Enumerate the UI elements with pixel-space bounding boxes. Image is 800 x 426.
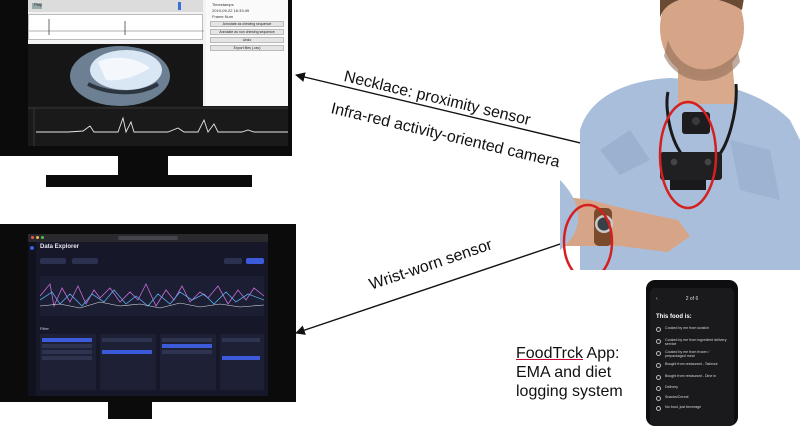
wrist-arrow bbox=[295, 237, 579, 335]
survey-option[interactable]: Bought from restaurant - Takeout bbox=[656, 362, 734, 372]
radio-icon[interactable] bbox=[656, 339, 661, 344]
timeseries-chart[interactable] bbox=[40, 276, 264, 316]
frame-label: Frame Num bbox=[212, 14, 234, 19]
survey-option[interactable]: Snacks/Cereal bbox=[656, 395, 734, 405]
app-name: FoodTrck bbox=[516, 345, 583, 362]
monitor-stand bbox=[108, 402, 152, 419]
survey-option[interactable]: No food, just beverage bbox=[656, 405, 734, 415]
radio-icon[interactable] bbox=[656, 363, 661, 368]
annotation-monitor: Play Timestamps 2019-09-22 16:33:49 Fram… bbox=[0, 0, 292, 156]
app-description-line1: EMA and diet bbox=[516, 364, 612, 381]
app-description-line2: logging system bbox=[516, 383, 623, 400]
app-caption: FoodTrck App: EMA and diet logging syste… bbox=[516, 344, 623, 401]
filter-column-1 bbox=[40, 334, 96, 390]
export-button[interactable] bbox=[246, 258, 264, 264]
ir-camera-video bbox=[28, 44, 203, 106]
survey-option[interactable]: Delivery bbox=[656, 385, 734, 395]
list-item[interactable] bbox=[222, 338, 260, 342]
foodtrck-phone: ‹ 2 of 6 This food is: Cooked by me from… bbox=[646, 280, 738, 426]
app-sidebar bbox=[28, 242, 36, 396]
list-item[interactable] bbox=[162, 344, 212, 348]
list-item[interactable] bbox=[162, 350, 212, 354]
survey-option[interactable]: Cooked by me from scratch bbox=[656, 326, 734, 336]
radio-icon[interactable] bbox=[656, 386, 661, 391]
app-title: FoodTrck App: bbox=[516, 344, 623, 363]
necklace-highlight-circle bbox=[658, 100, 718, 210]
signal-preview bbox=[28, 14, 204, 40]
monitor-base bbox=[46, 175, 252, 187]
participant-photo bbox=[560, 0, 800, 270]
list-item[interactable] bbox=[42, 356, 92, 360]
wrist-highlight-circle bbox=[562, 203, 614, 270]
annotate-chewing-button[interactable]: Annotate as chewing sequence bbox=[210, 21, 284, 27]
save-button[interactable] bbox=[224, 258, 242, 264]
list-item[interactable] bbox=[42, 338, 92, 342]
list-item[interactable] bbox=[42, 344, 92, 348]
survey-option[interactable]: Bought from restaurant - Dine in bbox=[656, 374, 734, 384]
timestamp-value: 2019-09-22 16:33:49 bbox=[212, 8, 250, 13]
annotation-panel: Timestamps 2019-09-22 16:33:49 Frame Num… bbox=[206, 0, 288, 106]
list-item[interactable] bbox=[222, 356, 260, 360]
radio-icon[interactable] bbox=[656, 327, 661, 332]
date-dropdown[interactable] bbox=[72, 258, 98, 264]
page-title: Data Explorer bbox=[40, 244, 80, 250]
subject-dropdown[interactable] bbox=[40, 258, 66, 264]
monitor-stand bbox=[118, 156, 168, 176]
filter-label: Filter bbox=[40, 326, 49, 331]
list-item[interactable] bbox=[42, 350, 92, 354]
radio-icon[interactable] bbox=[656, 406, 661, 411]
list-item[interactable] bbox=[102, 338, 152, 342]
data-explorer-monitor: Data Explorer Filter bbox=[0, 224, 296, 402]
radio-icon[interactable] bbox=[656, 396, 661, 401]
address-bar[interactable] bbox=[118, 236, 178, 240]
filter-column-2 bbox=[100, 334, 156, 390]
undo-button[interactable]: Undo bbox=[210, 37, 284, 43]
page-indicator: 2 of 6 bbox=[685, 296, 699, 302]
survey-option[interactable]: Cooked by me from ingredient delivery se… bbox=[656, 338, 734, 348]
radio-icon[interactable] bbox=[656, 375, 661, 380]
survey-nav: ‹ 2 of 6 bbox=[650, 296, 734, 302]
list-item[interactable] bbox=[162, 338, 212, 342]
panel-title: Timestamps bbox=[212, 2, 234, 7]
back-arrow-icon[interactable]: ‹ bbox=[656, 296, 658, 302]
play-button[interactable]: Play bbox=[34, 2, 42, 7]
survey-option[interactable]: Cooked by me from frozen / prepackaged m… bbox=[656, 350, 734, 360]
app-name-suffix: App: bbox=[582, 345, 620, 362]
data-explorer-screen: Data Explorer Filter bbox=[28, 234, 268, 396]
list-item[interactable] bbox=[102, 350, 152, 354]
filter-column-3 bbox=[160, 334, 216, 390]
radio-icon[interactable] bbox=[656, 351, 661, 356]
foodtrck-screen: ‹ 2 of 6 This food is: Cooked by me from… bbox=[650, 288, 734, 426]
annotation-screen: Play Timestamps 2019-09-22 16:33:49 Fram… bbox=[28, 0, 288, 146]
video-progress-bar[interactable]: Play bbox=[28, 0, 203, 12]
export-button[interactable]: Export files (.csv) bbox=[210, 45, 284, 51]
annotate-non-chewing-button[interactable]: Annotate as non chewing sequence bbox=[210, 29, 284, 35]
browser-toolbar bbox=[28, 234, 268, 242]
progress-thumb[interactable] bbox=[178, 2, 181, 10]
sensor-trace bbox=[28, 106, 288, 146]
camera-frame-illustration bbox=[70, 46, 170, 106]
filter-column-4 bbox=[220, 334, 264, 390]
survey-question: This food is: bbox=[656, 314, 692, 320]
